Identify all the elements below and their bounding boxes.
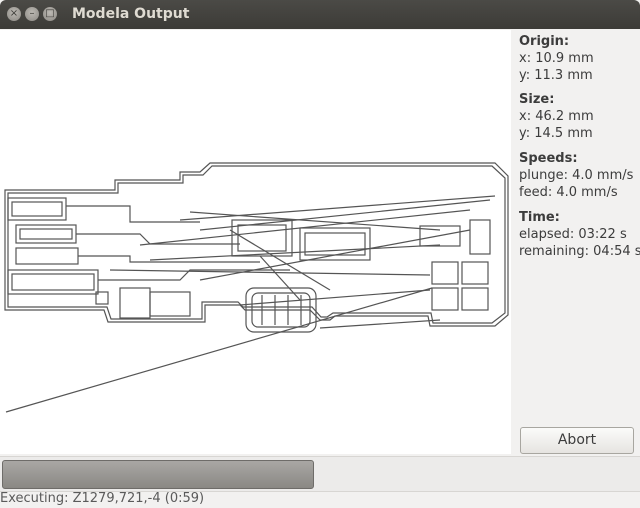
- travel-10: [229, 229, 331, 291]
- pad-bottom-2: [149, 291, 191, 317]
- pad-right-3: [431, 287, 459, 311]
- toolpath-drawing: [4, 162, 509, 413]
- pad-right-1: [431, 261, 459, 285]
- minimize-button[interactable]: –: [25, 7, 39, 21]
- trace-3: [78, 255, 260, 263]
- trace-1: [66, 205, 200, 223]
- origin-x-value: x: 10.9 mm: [519, 51, 594, 66]
- size-y-value: y: 14.5 mm: [519, 126, 593, 141]
- pad-right-5: [469, 219, 491, 255]
- toolpath-outlines: [4, 162, 509, 413]
- close-icon: ×: [9, 8, 19, 19]
- component-center-inner: [237, 224, 287, 252]
- board-outline-outer: [4, 162, 509, 327]
- travel-8: [319, 319, 441, 329]
- travel-6: [199, 229, 471, 281]
- pad-small-1: [95, 291, 109, 305]
- origin-y-value: y: 11.3 mm: [519, 68, 593, 83]
- maximize-icon: □: [45, 8, 55, 19]
- status-text: Executing: Z1279,721,-4 (0:59): [0, 491, 205, 506]
- travel-4: [149, 244, 441, 261]
- component-center: [231, 219, 293, 257]
- trace-2: [76, 233, 240, 245]
- speeds-label: Speeds:: [519, 151, 578, 166]
- pad-left-1-inner: [11, 201, 63, 217]
- progress-bar: [0, 456, 640, 492]
- pad-left-4-inner: [11, 273, 95, 291]
- pad-right-6: [419, 225, 461, 247]
- board-outline-inner: [7, 165, 506, 324]
- pad-right-4: [461, 287, 489, 311]
- pad-right-2: [461, 261, 489, 285]
- title-bar: × – □ Modela Output: [0, 0, 640, 29]
- feed-speed-value: feed: 4.0 mm/s: [519, 185, 618, 200]
- travel-long: [5, 287, 433, 413]
- travel-3: [139, 209, 471, 246]
- travel-9: [189, 211, 441, 231]
- remaining-time-value: remaining: 04:54 s: [519, 244, 640, 259]
- pad-left-4: [7, 269, 99, 295]
- plunge-speed-value: plunge: 4.0 mm/s: [519, 168, 634, 183]
- pad-left-1: [7, 197, 67, 221]
- close-button[interactable]: ×: [7, 7, 21, 21]
- travel-11: [259, 255, 301, 301]
- trace-4: [98, 269, 290, 281]
- maximize-button[interactable]: □: [43, 7, 57, 21]
- pad-left-2-inner: [19, 228, 73, 240]
- travel-1: [179, 195, 496, 221]
- component-right: [299, 227, 371, 261]
- info-panel: Origin: x: 10.9 mm y: 11.3 mm Size: x: 4…: [511, 30, 640, 454]
- size-x-value: x: 46.2 mm: [519, 109, 594, 124]
- elapsed-time-value: elapsed: 03:22 s: [519, 227, 627, 242]
- travel-7: [239, 289, 431, 306]
- toolpath-canvas: [0, 30, 511, 454]
- progress-fill: [2, 460, 314, 489]
- pad-left-2: [15, 224, 77, 244]
- time-label: Time:: [519, 210, 560, 225]
- pad-left-3: [15, 247, 79, 265]
- abort-button[interactable]: Abort: [520, 427, 634, 454]
- window-title: Modela Output: [72, 6, 190, 22]
- pad-bottom-1: [119, 287, 151, 319]
- minimize-icon: –: [29, 8, 35, 19]
- travel-5: [109, 269, 431, 276]
- travel-2: [199, 199, 491, 231]
- connector-bottom-inner: [251, 292, 311, 328]
- origin-label: Origin:: [519, 34, 570, 49]
- size-label: Size:: [519, 92, 555, 107]
